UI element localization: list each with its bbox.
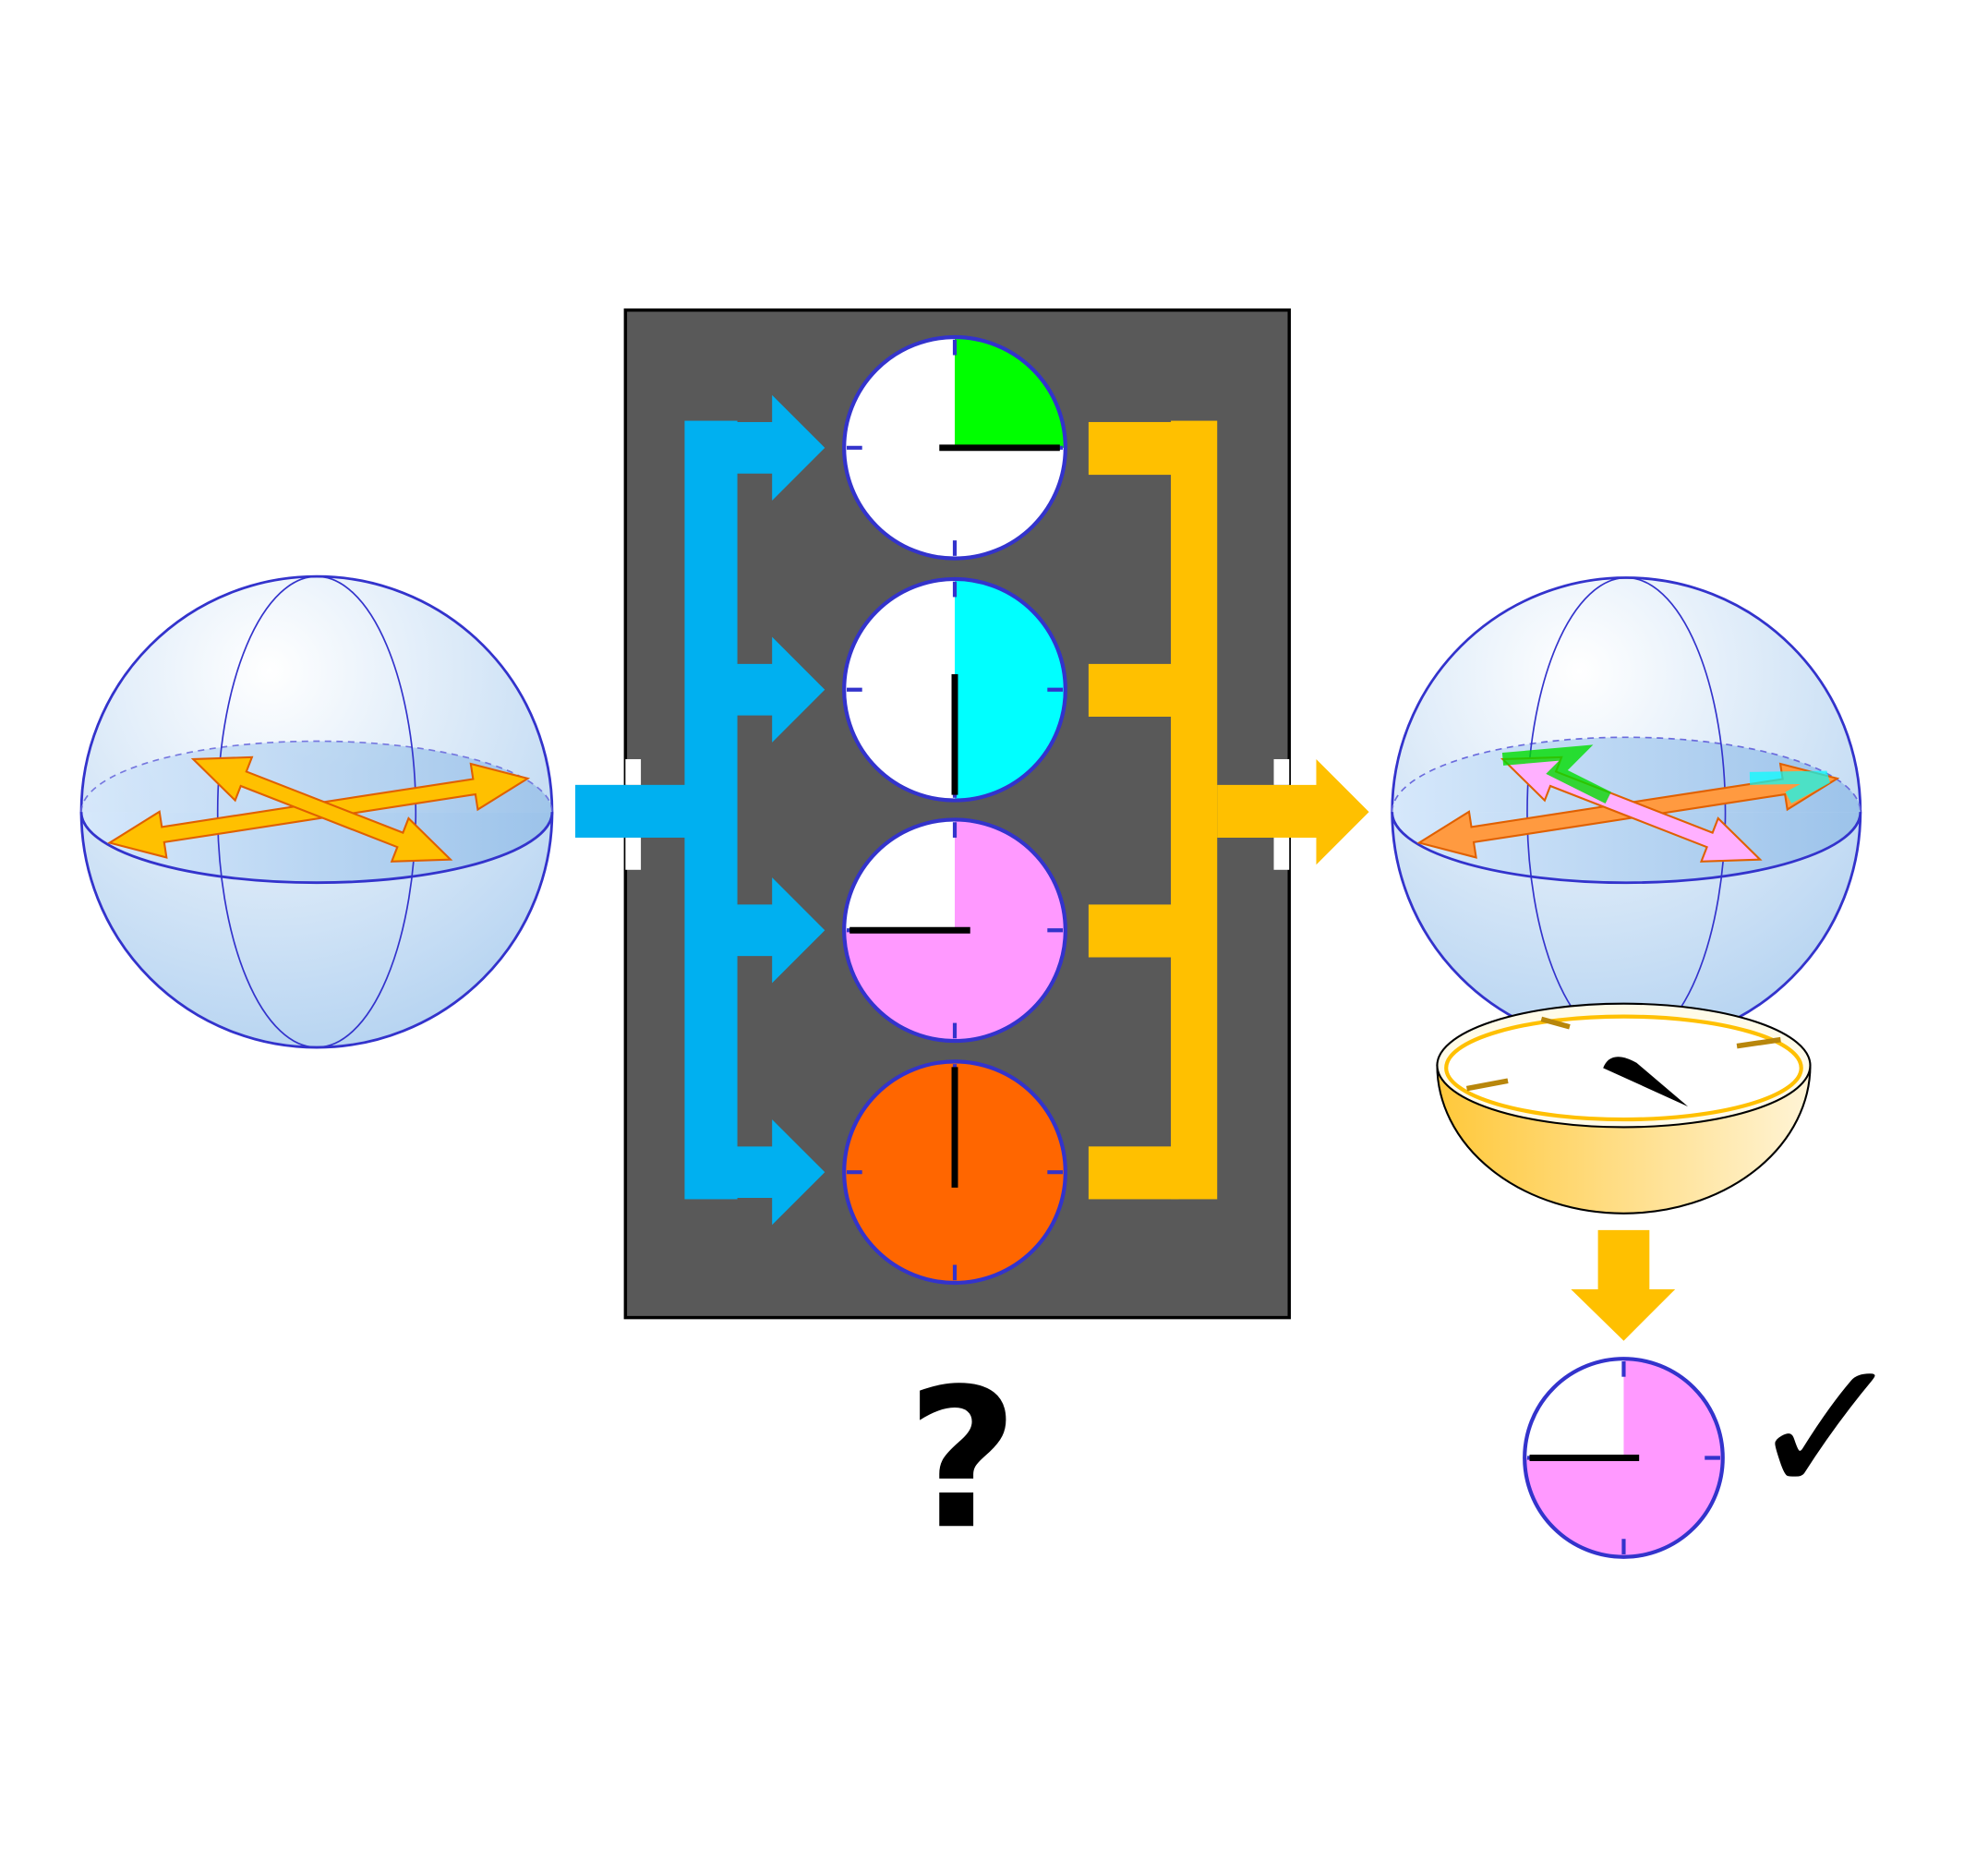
yellow-branch (1088, 663, 1179, 718)
yellow-branch (1088, 904, 1179, 958)
measurement-dial (1436, 1002, 1812, 1215)
blue-split-arrows (575, 394, 825, 1226)
down-arrow (1571, 1229, 1676, 1341)
input-bloch-sphere (79, 574, 554, 1049)
result-clock-face (1523, 1357, 1725, 1559)
blue-arrow-head (720, 636, 825, 743)
question-mark: ? (907, 1347, 1018, 1572)
result-clock (1523, 1357, 1725, 1559)
yellow-branch (1088, 1146, 1179, 1200)
superposition-arrows (107, 755, 531, 863)
clock-quarter (842, 334, 1067, 561)
clock-full (842, 1059, 1067, 1286)
clock-three-quarter (842, 817, 1067, 1044)
checkmark-icon: ✓ (1746, 1317, 1908, 1541)
clock-half (842, 576, 1067, 803)
colored-superposition-arrows (1416, 744, 1840, 863)
blue-arrow-head (720, 394, 825, 501)
output-bloch-sphere (1391, 576, 1862, 1048)
blue-arrow-head (720, 1119, 825, 1226)
dial-needle-icon (1603, 1057, 1689, 1107)
yellow-branch (1088, 421, 1179, 476)
yellow-combine-arrows (1088, 420, 1369, 1200)
double-arrow-icon (190, 755, 453, 863)
blue-arrow-head (720, 877, 825, 984)
